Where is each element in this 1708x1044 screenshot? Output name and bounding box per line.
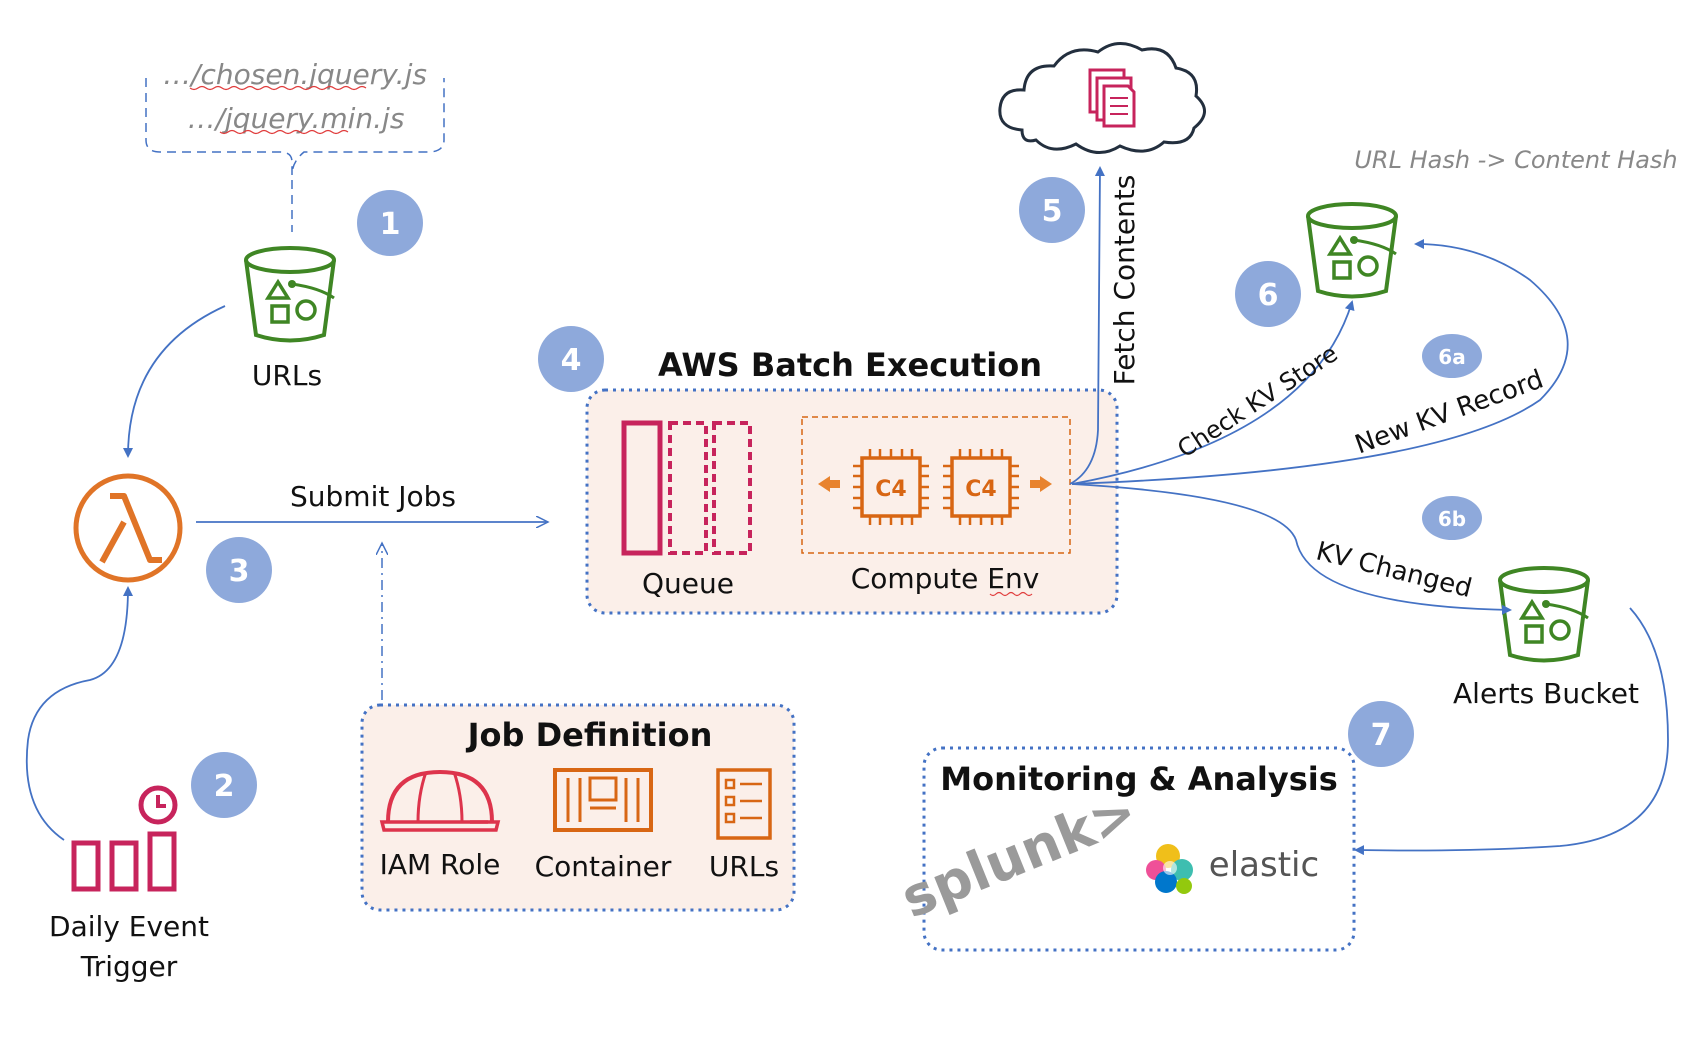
badge-6a	[1422, 334, 1482, 378]
badge-4-label: 4	[561, 343, 582, 378]
job-definition-title: Job Definition	[466, 716, 713, 754]
arrow-trigger-to-lambda	[25, 586, 133, 841]
urls-bucket-label: URLs	[252, 359, 322, 392]
monitoring-title: Monitoring & Analysis	[940, 760, 1338, 798]
alerts-bucket-label: Alerts Bucket	[1453, 677, 1639, 710]
scale-right-arrow-icon	[1030, 476, 1052, 492]
arrow-urls-to-lambda	[123, 305, 226, 458]
badge-1	[357, 190, 423, 256]
batch-execution-title: AWS Batch Execution	[658, 346, 1042, 384]
url-examples-callout: …/chosen.jquery.js …/jquery.min.js	[145, 58, 445, 232]
scale-left-arrow-icon	[818, 476, 840, 492]
badge-6a-label: 6a	[1438, 345, 1465, 369]
elastic-logo-text: elastic	[1209, 845, 1319, 885]
monitoring-box	[922, 746, 1356, 952]
url-list-icon	[716, 768, 772, 840]
step-badges: 1 2 3 4 5 6 6a 6b 7	[191, 177, 1482, 818]
badge-4	[538, 326, 604, 392]
check-kv-store-label: Check KV Store	[1173, 339, 1343, 463]
arrow-fetch-contents	[1069, 166, 1105, 485]
badge-2	[191, 752, 257, 818]
lambda-icon	[73, 473, 183, 583]
container-icon	[553, 768, 653, 832]
event-trigger-icon	[71, 785, 178, 892]
url-example-2: …/jquery.min.js	[188, 102, 405, 135]
fetch-contents-label: Fetch Contents	[1108, 175, 1141, 386]
badge-1-label: 1	[380, 207, 401, 242]
badge-3	[206, 537, 272, 603]
arrow-check-kv-store	[1071, 300, 1355, 485]
cloud-icon	[998, 42, 1206, 154]
badge-7	[1348, 701, 1414, 767]
badge-5	[1019, 177, 1085, 243]
daily-trigger-label-line1: Daily Event	[49, 910, 209, 943]
container-label: Container	[535, 850, 672, 883]
cpu-label-1: C4	[875, 477, 906, 502]
batch-execution-box	[585, 388, 1119, 615]
kv-store-caption: URL Hash -> Content Hash	[1354, 146, 1677, 174]
job-urls-label: URLs	[709, 850, 779, 883]
iam-role-label: IAM Role	[380, 848, 501, 881]
kv-changed-label: KV Changed	[1313, 536, 1475, 604]
queue-label: Queue	[642, 567, 734, 600]
arrow-alerts-to-monitoring	[1354, 607, 1669, 856]
job-definition-box	[360, 703, 796, 912]
badge-6b-label: 6b	[1438, 507, 1466, 531]
cpu-icon-2	[943, 449, 1019, 525]
daily-trigger-label-line2: Trigger	[80, 950, 178, 983]
compute-env-label: Compute Env	[851, 562, 1040, 595]
arrow-new-kv-record	[1071, 239, 1569, 485]
badge-6-label: 6	[1258, 278, 1279, 313]
submit-jobs-label: Submit Jobs	[290, 480, 456, 513]
badge-5-label: 5	[1042, 194, 1063, 229]
badge-7-label: 7	[1371, 718, 1392, 753]
alerts-bucket-icon	[1498, 566, 1590, 663]
queue-icon	[621, 420, 752, 556]
elastic-logo-icon	[1146, 844, 1193, 894]
badge-2-label: 2	[214, 769, 235, 804]
kv-store-bucket-icon	[1306, 202, 1398, 299]
badge-3-label: 3	[229, 554, 250, 589]
iam-role-helmet-icon	[379, 769, 501, 832]
cpu-label-2: C4	[965, 477, 996, 502]
urls-bucket-icon	[244, 246, 336, 343]
arrow-kv-changed	[1071, 483, 1512, 615]
badge-6b	[1422, 496, 1482, 540]
badge-6	[1235, 261, 1301, 327]
compute-env-box	[801, 416, 1071, 554]
url-example-1: …/chosen.jquery.js	[163, 58, 427, 91]
cpu-icon-1	[853, 449, 929, 525]
documents-icon	[1088, 68, 1136, 128]
